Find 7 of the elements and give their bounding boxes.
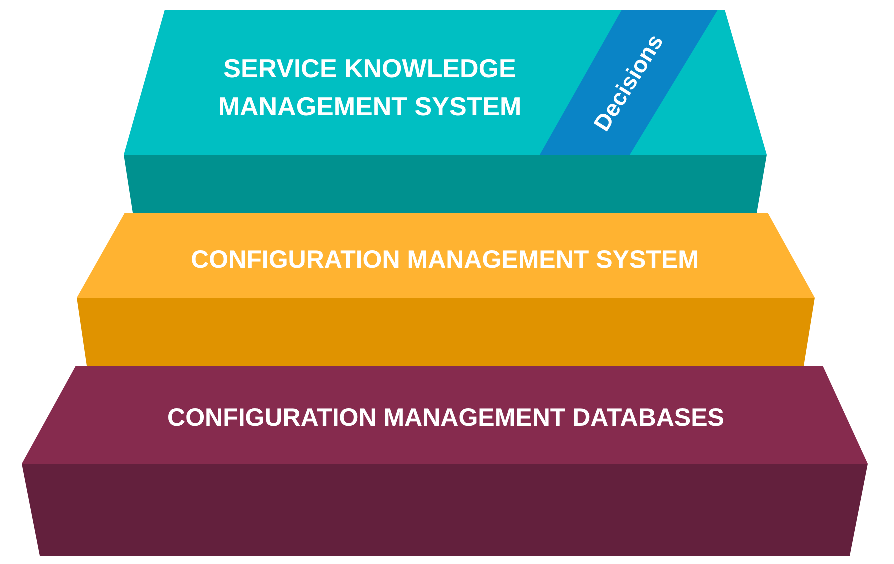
layer-block [124,10,767,213]
layer-title: SERVICE KNOWLEDGE MANAGEMENT SYSTEM [217,52,523,123]
layer-title: CONFIGURATION MANAGEMENT DATABASES [168,402,724,434]
layer-block [77,213,815,366]
layer-title: CONFIGURATION MANAGEMENT SYSTEM [191,244,699,276]
diagonal-band [540,10,718,155]
layer-block [22,366,868,556]
